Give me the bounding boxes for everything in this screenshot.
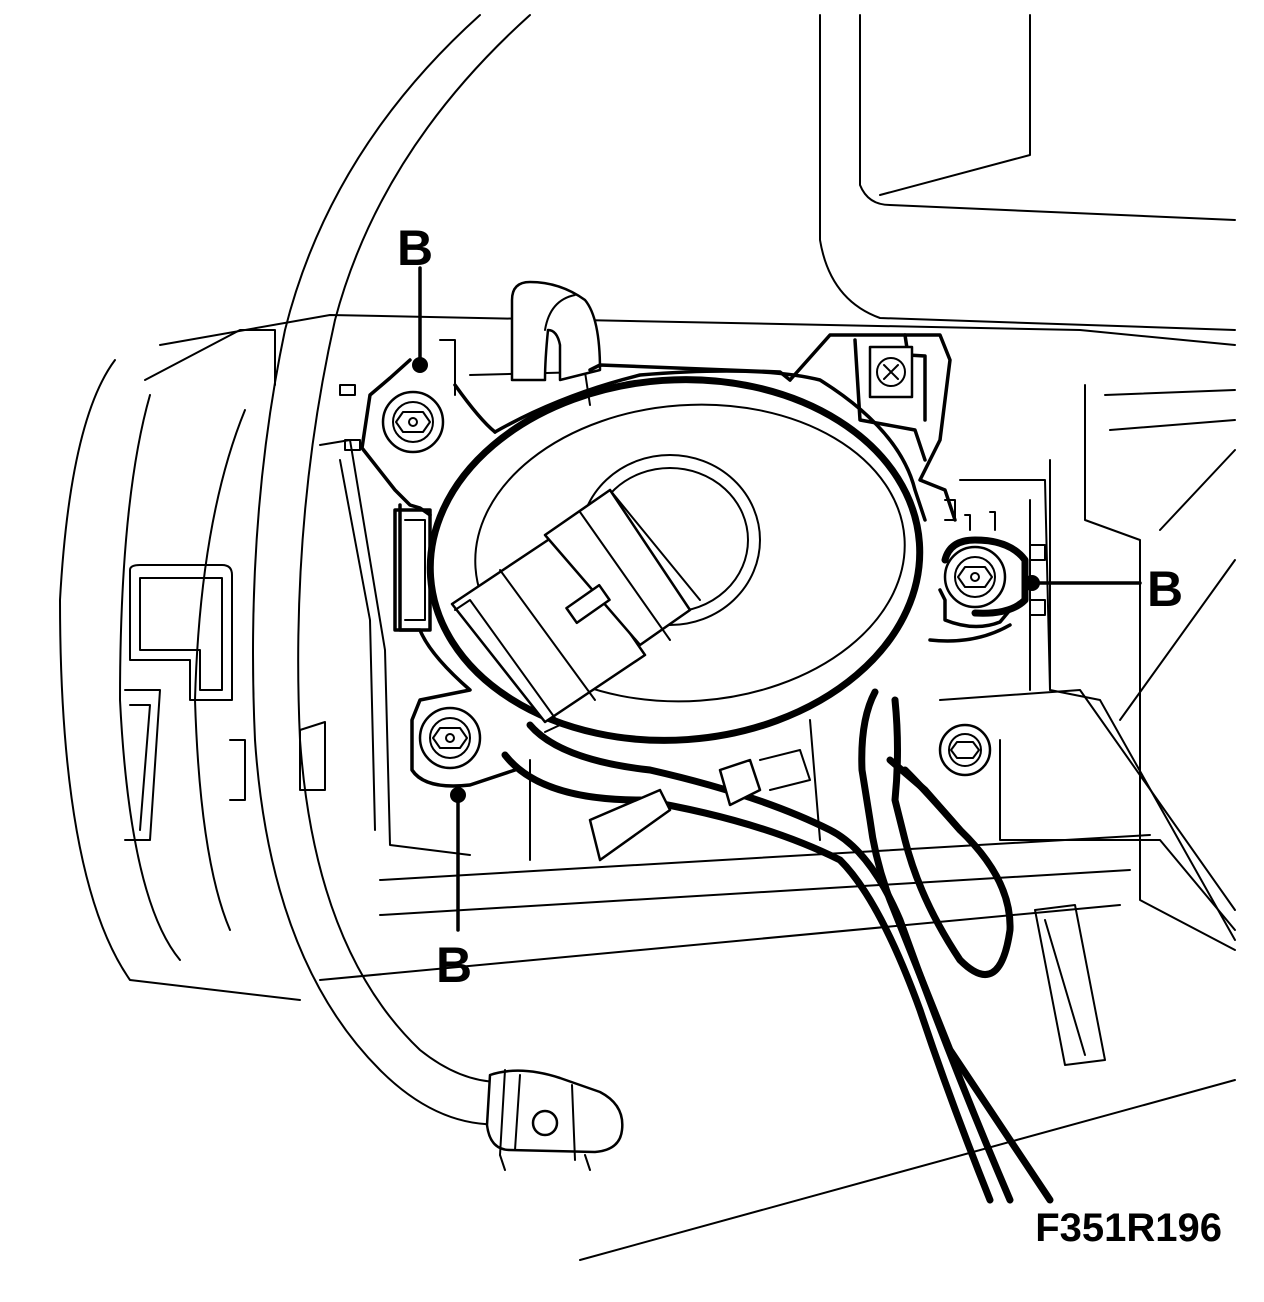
callout-label-b-top: B [397, 220, 434, 276]
callout-leaders [412, 266, 1142, 932]
side-clip [393, 508, 432, 632]
left-harness [252, 14, 624, 1171]
connector-plug [450, 488, 701, 733]
mounting-plate [360, 333, 1046, 788]
module-frame [319, 339, 1051, 861]
bolt-lower-right [938, 723, 992, 777]
figure-code: F351R196 [1035, 1206, 1222, 1250]
clock-spring-ring [426, 363, 927, 744]
top-hose [510, 280, 602, 382]
bolt-bottom-left [418, 706, 482, 770]
callout-label-b-bottom: B [436, 937, 473, 993]
bolt-top-left [381, 390, 445, 454]
left-bracket [124, 564, 326, 841]
callout-label-b-right: B [1147, 561, 1184, 617]
cable-bundle [501, 688, 1054, 1204]
bolt-right [941, 536, 1029, 617]
housing-outline [59, 14, 1236, 1261]
